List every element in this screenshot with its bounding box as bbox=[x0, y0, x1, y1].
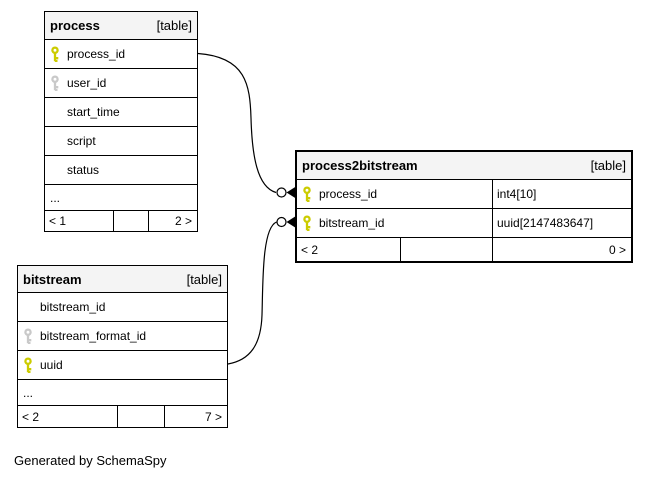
table-tag: [table] bbox=[186, 271, 222, 287]
table-tag: [table] bbox=[590, 158, 626, 173]
footer-children-count: 0 > bbox=[608, 242, 626, 257]
zero-or-one-dot-icon bbox=[276, 187, 287, 198]
column-row-user-id: user_id bbox=[45, 69, 197, 98]
column-name: status bbox=[67, 163, 100, 177]
footer-parents-count: < 2 bbox=[18, 406, 118, 427]
generated-by-note: Generated by SchemaSpy bbox=[14, 453, 167, 468]
column-row-bitstream-format-id: bitstream_format_id bbox=[18, 322, 227, 351]
primary-key-icon bbox=[50, 46, 67, 62]
table-header-bitstream[interactable]: bitstream [table] bbox=[18, 266, 227, 293]
column-name: script bbox=[67, 134, 96, 148]
table-footer: < 2 0 > bbox=[297, 238, 631, 261]
foreign-key-icon bbox=[23, 328, 40, 344]
footer-children-count: 2 > bbox=[174, 214, 192, 228]
footer-children-count: 7 > bbox=[204, 409, 222, 424]
table-tag: [table] bbox=[156, 18, 192, 33]
column-row-status: status bbox=[45, 156, 197, 185]
column-name: bitstream_format_id bbox=[40, 329, 147, 343]
column-name: process_id bbox=[319, 187, 378, 201]
table-footer: < 2 7 > bbox=[18, 406, 227, 427]
column-row-bitstream-id: bitstream_id uuid[2147483647] bbox=[297, 209, 631, 238]
table-header-process2bitstream[interactable]: process2bitstream [table] bbox=[297, 152, 631, 180]
relationship-curve-bitstream-to-process2bitstream bbox=[227, 221, 277, 365]
column-row-script: script bbox=[45, 127, 197, 156]
column-row-process-id: process_id bbox=[45, 40, 197, 69]
column-name: start_time bbox=[67, 105, 120, 119]
column-row-bitstream-id: bitstream_id bbox=[18, 293, 227, 322]
footer-spacer-cell bbox=[114, 211, 149, 231]
zero-or-one-dot-icon bbox=[276, 216, 287, 228]
more-columns-ellipsis: ... bbox=[45, 185, 197, 211]
column-row-uuid: uuid bbox=[18, 351, 227, 380]
primary-key-icon bbox=[302, 186, 319, 202]
footer-parents-count: < 2 bbox=[297, 238, 401, 261]
table-node-process2bitstream[interactable]: process2bitstream [table] process_id int… bbox=[295, 150, 633, 263]
primary-key-icon bbox=[302, 215, 319, 231]
column-row-start-time: start_time bbox=[45, 98, 197, 127]
column-name: bitstream_id bbox=[40, 300, 106, 314]
table-node-bitstream[interactable]: bitstream [table] bitstream_id bitstream… bbox=[17, 265, 228, 428]
primary-key-icon bbox=[23, 357, 40, 373]
more-columns-ellipsis: ... bbox=[18, 380, 227, 406]
footer-parents-count: < 1 bbox=[45, 211, 114, 231]
column-type: int4[10] bbox=[497, 187, 537, 201]
column-row-process-id: process_id int4[10] bbox=[297, 180, 631, 209]
footer-spacer-cell bbox=[118, 406, 165, 427]
column-name: uuid bbox=[40, 358, 63, 372]
column-type: uuid[2147483647] bbox=[497, 216, 594, 230]
table-node-process[interactable]: process [table] process_id bbox=[44, 11, 198, 232]
foreign-key-icon bbox=[50, 75, 67, 91]
footer-spacer-cell bbox=[401, 238, 493, 261]
relationship-curve-process-to-process2bitstream bbox=[197, 52, 277, 194]
table-name: process bbox=[50, 18, 100, 33]
column-name: process_id bbox=[67, 47, 126, 61]
table-footer: < 1 2 > bbox=[45, 211, 197, 231]
table-name: bitstream bbox=[23, 271, 82, 287]
table-header-process[interactable]: process [table] bbox=[45, 12, 197, 40]
column-name: bitstream_id bbox=[319, 216, 385, 230]
table-name: process2bitstream bbox=[302, 158, 418, 173]
column-name: user_id bbox=[67, 76, 107, 90]
